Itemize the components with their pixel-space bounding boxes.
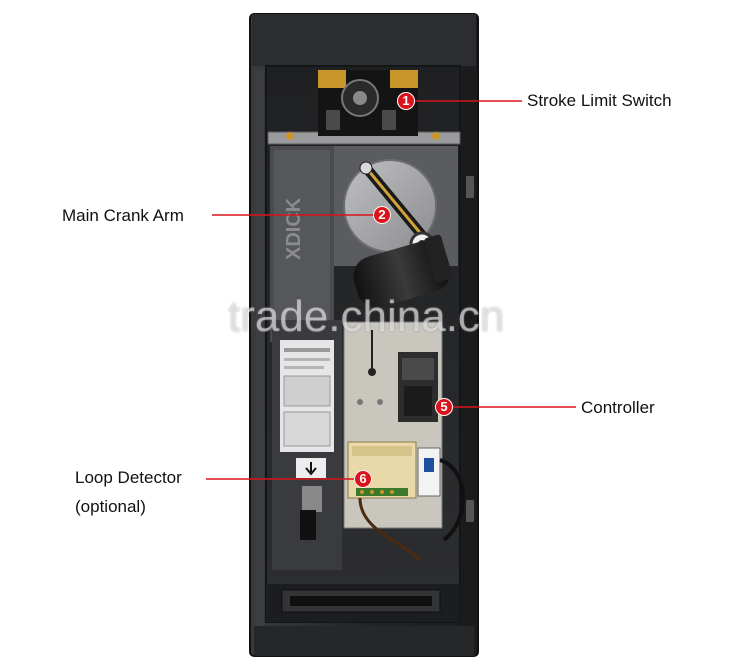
marker-1: 1 xyxy=(397,92,415,110)
leader-lines xyxy=(206,100,576,480)
arm-channel: XDICK xyxy=(270,146,334,342)
label-loop-detector-optional: (optional) xyxy=(75,497,146,516)
watermark-text: trade.china.cn xyxy=(228,292,505,341)
instruction-label xyxy=(272,320,342,570)
stroke-limit-switch-assembly xyxy=(267,70,461,145)
label-stroke-limit-switch: Stroke Limit Switch xyxy=(527,91,672,110)
marker-2: 2 xyxy=(373,206,391,224)
label-main-crank-arm: Main Crank Arm xyxy=(62,206,184,225)
motor xyxy=(353,234,453,308)
marker-5: 5 xyxy=(435,398,453,416)
marker-6: 6 xyxy=(354,470,372,488)
brand-print: XDICK xyxy=(283,197,305,260)
label-controller: Controller xyxy=(581,398,655,417)
label-loop-detector: Loop Detector xyxy=(75,468,182,487)
controller-panel xyxy=(343,321,465,562)
